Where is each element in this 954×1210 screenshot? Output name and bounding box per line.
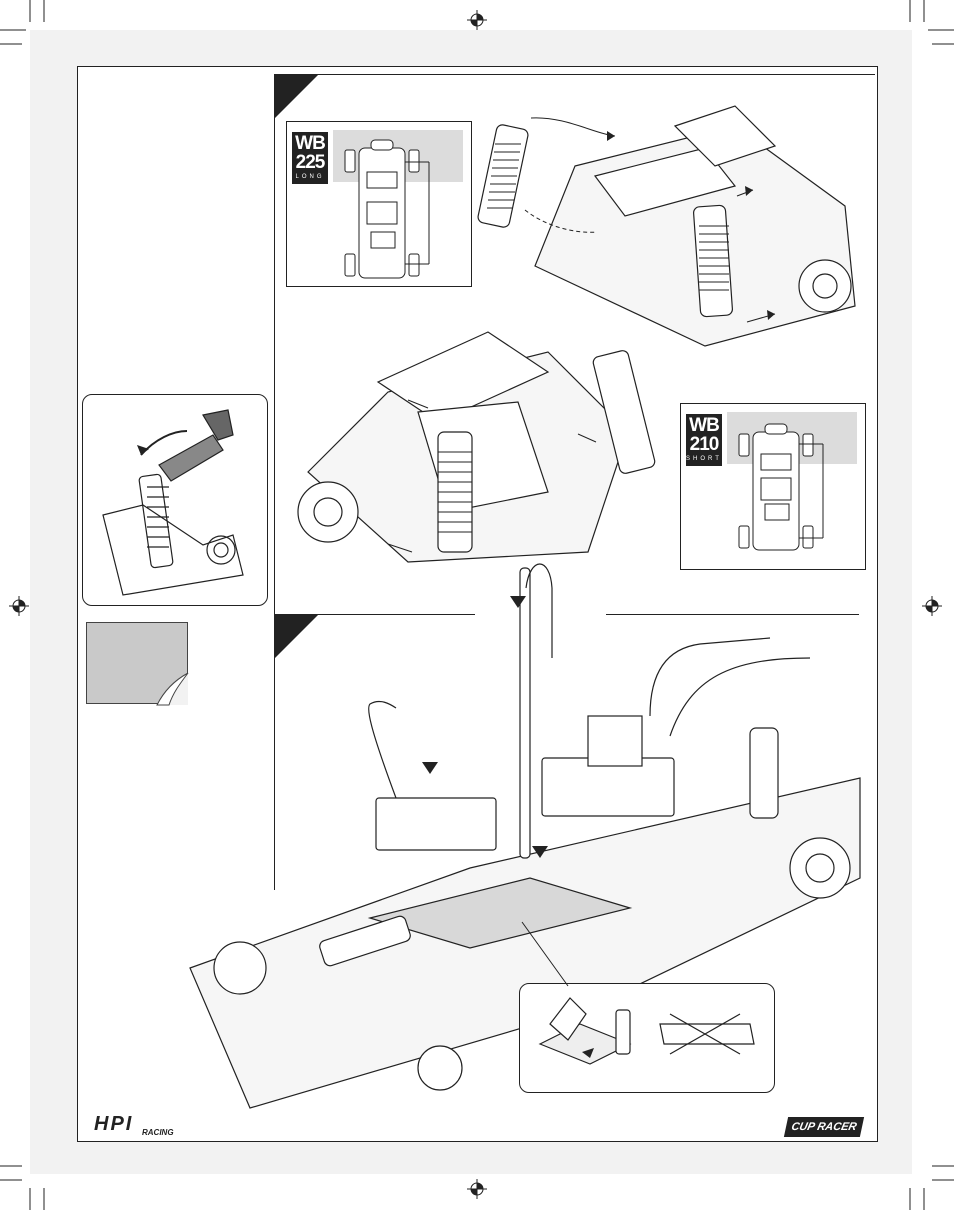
brand-logo-hpi-text: HPI xyxy=(94,1113,134,1135)
wheelbase-short-label: WB 210 SHORT xyxy=(686,414,722,466)
column-divider xyxy=(274,74,275,890)
shock-tool-inset xyxy=(82,394,268,606)
step-rule-2 xyxy=(275,614,475,615)
wb-long-top: WB xyxy=(295,133,326,154)
detail-callout-line xyxy=(521,921,569,987)
mount-detail-inset xyxy=(519,983,775,1093)
note-box xyxy=(86,622,189,706)
wheelbase-short-panel: WB 210 SHORT xyxy=(680,403,866,570)
brand-logo-hpi: HPI RACING xyxy=(94,1114,194,1140)
step-rule-1 xyxy=(275,74,875,75)
step-rule-2b xyxy=(606,614,859,615)
wb-long-caption: LONG xyxy=(295,174,325,180)
step1-front-shock-illustration xyxy=(297,331,656,563)
wb-short-top: WB xyxy=(689,415,720,436)
wheelbase-long-label: WB 225 LONG xyxy=(292,132,328,184)
arrow-icon xyxy=(607,131,775,320)
arrow-icon xyxy=(422,596,548,858)
wheelbase-long-panel: WB 225 LONG xyxy=(286,121,472,287)
brand-logo-hpi-sub: RACING xyxy=(142,1128,174,1137)
wb-short-caption: SHORT xyxy=(686,456,722,462)
mount-detail-illustration xyxy=(538,997,755,1065)
wb-long-number: 225 xyxy=(295,152,326,173)
chassis-top-view-short xyxy=(738,423,824,551)
step2-electronics-illustration xyxy=(189,563,861,1109)
page-curl-icon xyxy=(156,672,189,706)
wb-short-number: 210 xyxy=(689,434,720,455)
step1-rear-shock-illustration xyxy=(477,105,856,347)
brand-logo-cup-racer-text: CUP RACER xyxy=(790,1121,858,1133)
chassis-top-view-long xyxy=(344,139,430,279)
brand-logo-cup-racer: CUP RACER xyxy=(783,1117,865,1137)
shock-tool-illustration xyxy=(102,409,244,596)
